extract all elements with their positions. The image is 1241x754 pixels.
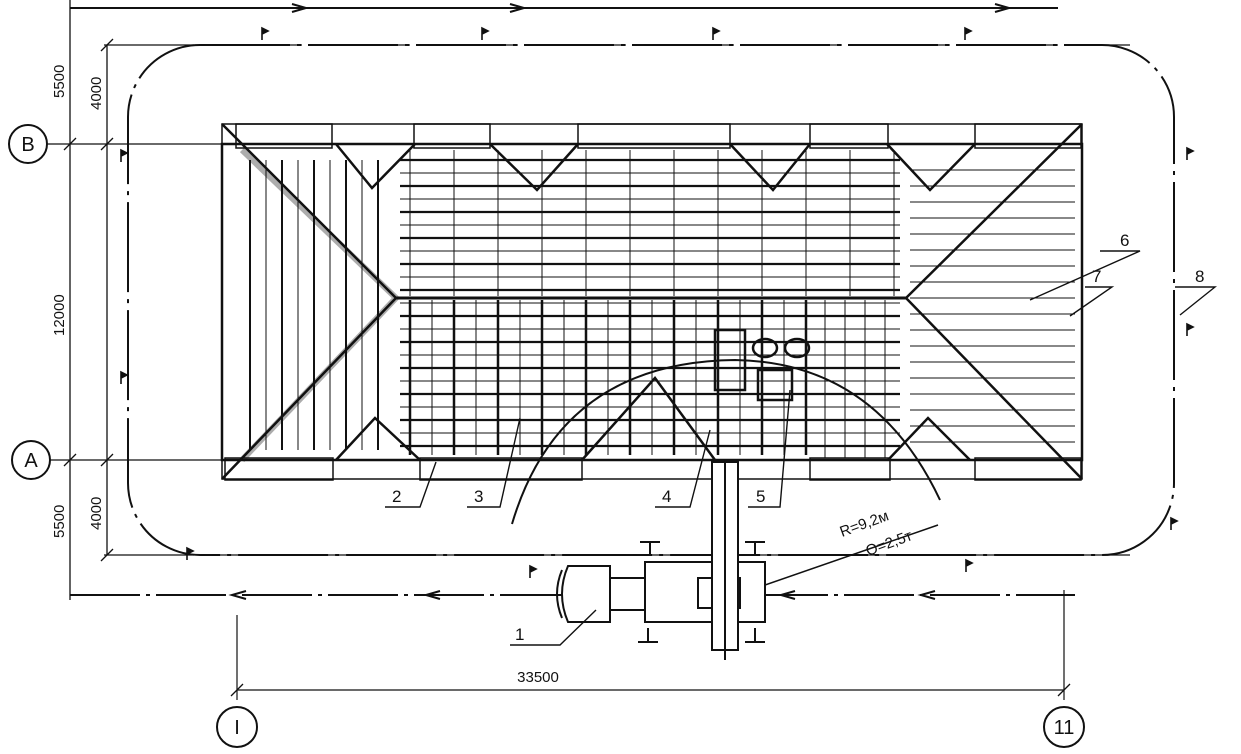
axis-label-i: I [234, 717, 240, 739]
dim-bottom-inner: 4000 [88, 497, 105, 530]
dim-bottom-outer: 5500 [51, 505, 68, 538]
axis-label-11: 11 [1054, 717, 1075, 739]
dim-top-inner: 4000 [88, 77, 105, 110]
dim-top-outer: 5500 [51, 65, 68, 98]
axis-label-a: A [24, 450, 38, 472]
radius-pointer [744, 524, 939, 593]
boundary-flags [120, 26, 1195, 578]
callout-8: 8 [1195, 267, 1204, 286]
axis-bubble-a [11, 440, 51, 480]
callout-7: 7 [1092, 267, 1101, 286]
lifted-package [713, 328, 811, 402]
callout-3: 3 [474, 487, 483, 506]
callout-4: 4 [662, 487, 671, 506]
dim-middle: 12000 [51, 294, 68, 336]
callout-leaders [385, 250, 1217, 646]
axis-bubble-b [8, 124, 48, 164]
axis-bubble-i [216, 706, 258, 748]
truck-crane [556, 461, 766, 660]
dim-length: 33500 [517, 669, 559, 686]
callout-1: 1 [515, 625, 524, 644]
callout-2: 2 [392, 487, 401, 506]
crane-reach-arc [511, 358, 941, 525]
axis-label-b: B [21, 134, 34, 156]
dimension-lines [63, 0, 1130, 697]
roof-hatching [249, 150, 1075, 458]
callout-5: 5 [756, 487, 765, 506]
axis-lines [46, 143, 1065, 700]
callout-6: 6 [1120, 231, 1129, 250]
axis-bubble-11 [1043, 706, 1085, 748]
crane-travel-path [70, 3, 1075, 600]
